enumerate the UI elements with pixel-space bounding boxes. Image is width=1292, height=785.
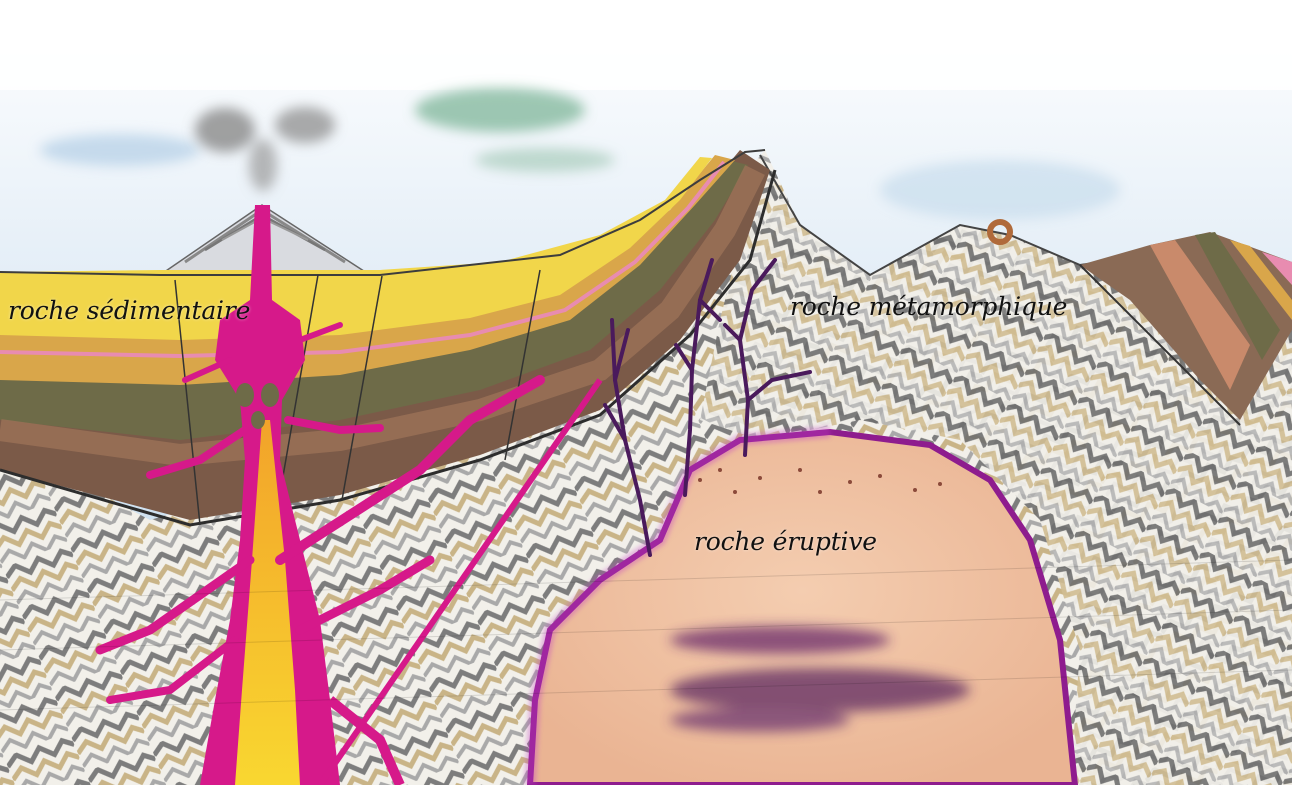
label-sedimentary-rock: roche sédimentaire xyxy=(8,296,250,325)
label-eruptive-rock: roche éruptive xyxy=(694,527,877,556)
label-metamorphic-rock: roche métamorphique xyxy=(790,292,1067,321)
